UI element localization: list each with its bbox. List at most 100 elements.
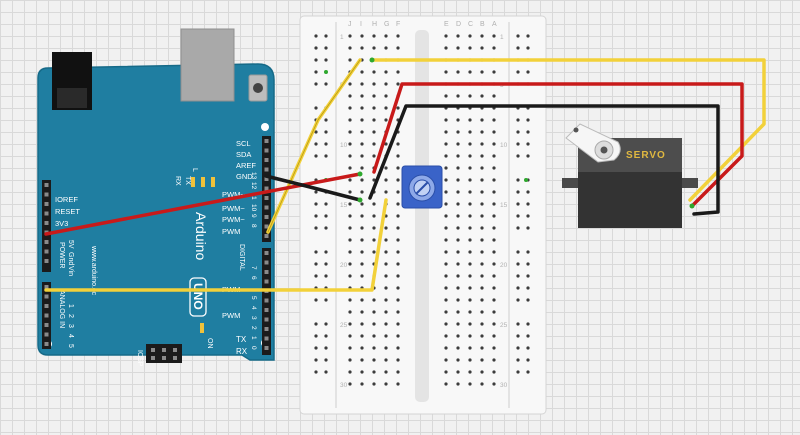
digital-pin-number: 10 (250, 204, 257, 212)
breadboard-hole (372, 82, 376, 86)
breadboard-hole (396, 46, 400, 50)
header-pin (264, 251, 269, 255)
breadboard-hole (468, 358, 472, 362)
breadboard-rail-hole (324, 274, 328, 278)
servo-label: SERVO (626, 150, 666, 161)
breadboard-rail-hole (314, 298, 318, 302)
breadboard-hole (396, 214, 400, 218)
breadboard-rail-hole (516, 298, 520, 302)
breadboard-hole (492, 142, 496, 146)
breadboard-hole (360, 214, 364, 218)
breadboard-hole (456, 154, 460, 158)
breadboard-hole (348, 94, 352, 98)
left-header-label: 3V3 (55, 219, 68, 228)
analog-pin-label: 1 (67, 304, 74, 308)
breadboard-hole (396, 382, 400, 386)
breadboard-hole (492, 382, 496, 386)
breadboard-hole (468, 310, 472, 314)
header-pin (264, 158, 269, 162)
breadboard-rail-hole (526, 130, 530, 134)
breadboard-hole (348, 202, 352, 206)
breadboard-hole (456, 130, 460, 134)
header-pin (264, 327, 269, 331)
breadboard-row-number: 10 (340, 142, 348, 149)
top-pin-label: SDA (236, 150, 251, 159)
digital-pin-number: 9 (250, 214, 257, 218)
breadboard-hole (480, 214, 484, 218)
arduino-brand: Arduino (193, 212, 209, 260)
breadboard-hole (384, 250, 388, 254)
breadboard-hole (456, 190, 460, 194)
breadboard-row-number: 30 (500, 382, 508, 389)
breadboard-hole (384, 298, 388, 302)
header-pin (264, 298, 269, 303)
header-pin (264, 139, 269, 143)
breadboard-hole (396, 370, 400, 374)
breadboard-hole (396, 82, 400, 86)
breadboard-hole (372, 370, 376, 374)
breadboard-hole-active (324, 70, 328, 74)
servo-horn-hole (573, 127, 579, 133)
breadboard-rail-hole (526, 298, 530, 302)
power-jack-highlight (57, 88, 87, 108)
breadboard-hole (444, 370, 448, 374)
breadboard-hole (384, 178, 388, 182)
breadboard-hole (396, 106, 400, 110)
breadboard-rail-hole (314, 358, 318, 362)
breadboard-hole (480, 46, 484, 50)
tx-led-label: TX (184, 176, 191, 185)
header-pin (264, 346, 269, 350)
breadboard-hole (372, 226, 376, 230)
header-pin (44, 192, 49, 197)
breadboard-hole (480, 274, 484, 278)
breadboard-rail-hole (516, 202, 520, 206)
breadboard-hole (456, 274, 460, 278)
breadboard-rail-hole (314, 202, 318, 206)
breadboard-hole (492, 322, 496, 326)
breadboard-hole (468, 214, 472, 218)
breadboard-hole (360, 346, 364, 350)
breadboard-hole (456, 298, 460, 302)
breadboard-hole (444, 310, 448, 314)
breadboard-hole-active (524, 178, 528, 182)
wire-black-servo (368, 104, 720, 216)
breadboard-hole (444, 286, 448, 290)
breadboard-hole (444, 346, 448, 350)
breadboard-hole (348, 226, 352, 230)
digital-pin-number: 7 (250, 266, 257, 270)
arduino-website: www.arduino.cc (90, 245, 97, 296)
breadboard-hole (396, 226, 400, 230)
breadboard-hole (360, 166, 364, 170)
breadboard-column-letter: C (468, 21, 473, 28)
breadboard-hole (360, 202, 364, 206)
breadboard-hole (456, 202, 460, 206)
breadboard-hole (444, 46, 448, 50)
power-pin-gnd: Gnd (67, 252, 74, 265)
breadboard-hole (348, 334, 352, 338)
breadboard-hole (456, 178, 460, 182)
breadboard-column-letter: G (384, 21, 389, 28)
header-pin (264, 215, 269, 219)
breadboard-hole (348, 166, 352, 170)
wire-yellow-pin9-outline (267, 59, 361, 233)
breadboard-hole (348, 142, 352, 146)
breadboard-hole (384, 286, 388, 290)
power-pin-5v: 5V (67, 240, 74, 249)
breadboard-hole (396, 202, 400, 206)
breadboard-hole (492, 274, 496, 278)
breadboard-rail-hole (314, 106, 318, 110)
breadboard-rail-hole (526, 118, 530, 122)
breadboard-hole (348, 238, 352, 242)
rx-led-label: RX (174, 176, 181, 186)
breadboard-hole (360, 34, 364, 38)
breadboard-rail-hole (526, 34, 530, 38)
icsp-pin (151, 348, 155, 352)
breadboard-hole (360, 82, 364, 86)
breadboard-hole (360, 130, 364, 134)
breadboard-hole (444, 190, 448, 194)
breadboard-hole (492, 202, 496, 206)
breadboard-hole (360, 70, 364, 74)
breadboard-hole (360, 190, 364, 194)
breadboard-hole (480, 178, 484, 182)
